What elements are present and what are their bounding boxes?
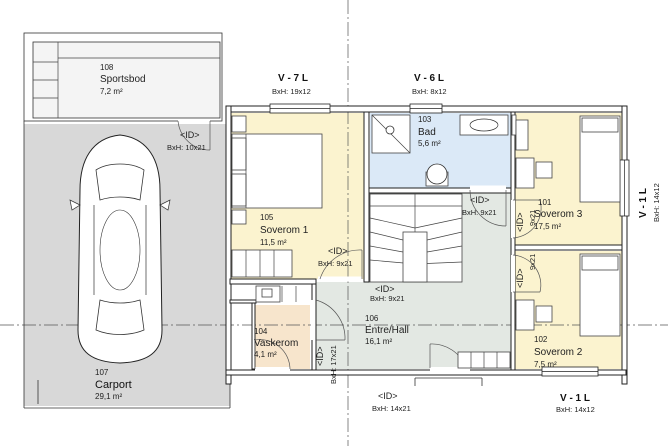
room-107-number: 107 (95, 368, 109, 377)
door-soverom1-dim: BxH: 9x21 (318, 259, 353, 268)
window-v1-bottom-dim: BxH: 14x12 (556, 405, 595, 414)
bed-soverom3 (579, 115, 621, 203)
door-sportsbod (177, 119, 211, 151)
room-102-area: 7,5 m² (534, 360, 557, 369)
window-v6-dim: BxH: 8x12 (412, 87, 447, 96)
entrance-step (414, 377, 483, 386)
window-v1-right-dim: BxH: 14x12 (652, 183, 661, 222)
room-106-number: 106 (365, 314, 379, 323)
door-soverom2 (511, 254, 542, 293)
room-108-name: Sportsbod (100, 74, 146, 85)
door-hall-side-id: <ID> (315, 346, 325, 366)
room-104-name: Vaskerom (254, 338, 298, 349)
door-sportsbod-dim: BxH: 10x21 (167, 143, 206, 152)
room-106-area: 16,1 m² (365, 337, 392, 346)
room-104-area: 4,1 m² (254, 350, 277, 359)
sportsbod-shelves (33, 42, 220, 118)
room-105-number: 105 (260, 213, 274, 222)
hall-storage (457, 351, 511, 369)
door-main-id: <ID> (378, 391, 398, 401)
room-108-area: 7,2 m² (100, 87, 123, 96)
room-102-name: Soverom 2 (534, 347, 583, 358)
room-107-name: Carport (95, 379, 132, 391)
room-105-name: Soverom 1 (260, 225, 309, 236)
window-v7-title: V - 7 L (278, 73, 308, 84)
desk-soverom2 (515, 299, 553, 331)
door-soverom3-dim: 9x21 (528, 210, 537, 226)
room-105-area: 11,5 m² (260, 238, 287, 247)
door-bad-dim: BxH: 9x21 (462, 208, 497, 217)
room-107-area: 29,1 m² (95, 392, 122, 401)
door-vaskerom (254, 339, 291, 371)
window-top-left (269, 103, 331, 114)
room-101-name: Soverom 3 (534, 209, 583, 220)
double-bed-soverom1 (231, 115, 323, 225)
desk-soverom3 (515, 119, 553, 189)
laundry-fixtures (255, 285, 297, 303)
window-bottom (541, 366, 599, 377)
door-hall-side (311, 299, 346, 341)
door-vaskerom-dim: BxH: 9x21 (370, 294, 405, 303)
room-101-area: 17,5 m² (534, 222, 561, 231)
room-104-number: 104 (254, 327, 268, 336)
door-soverom3 (511, 199, 542, 239)
window-v6-title: V - 6 L (414, 73, 444, 84)
vaskerom-wet-area (252, 305, 310, 369)
room-103-number: 103 (418, 115, 432, 124)
room-103-name: Bad (418, 127, 436, 138)
door-bad (469, 185, 507, 227)
door-soverom2-dim: 9x21 (528, 254, 537, 270)
window-v7-dim: BxH: 19x12 (272, 87, 311, 96)
door-soverom1 (318, 249, 363, 282)
room-102-number: 102 (534, 335, 548, 344)
bed-soverom2 (579, 253, 621, 337)
car-icon (69, 134, 171, 364)
door-soverom1-id: <ID> (328, 246, 348, 256)
wardrobe-soverom1 (231, 249, 293, 278)
window-v1-right-title: V - 1 L (638, 188, 649, 218)
sportsbod-wall (23, 32, 223, 122)
door-main-dim: BxH: 14x21 (372, 404, 411, 413)
bathroom-fixtures (371, 114, 517, 187)
door-soverom2-id: <ID> (515, 268, 525, 288)
room-103-area: 5,6 m² (418, 139, 441, 148)
room-108-number: 108 (100, 63, 114, 72)
door-soverom3-id: <ID> (515, 212, 525, 232)
room-101-number: 101 (538, 198, 552, 207)
door-hall-side-dim: BxH: 17x21 (329, 345, 338, 384)
room-106-name: Entre/Hall (365, 325, 409, 336)
door-vaskerom-id: <ID> (375, 284, 395, 294)
window-right (619, 159, 630, 217)
window-top-mid (409, 103, 443, 114)
staircase (369, 193, 463, 283)
window-v1-bottom-title: V - 1 L (560, 393, 590, 404)
door-bad-id: <ID> (470, 195, 490, 205)
sportsbod-floor (33, 42, 220, 118)
door-sportsbod-id: <ID> (180, 130, 200, 140)
